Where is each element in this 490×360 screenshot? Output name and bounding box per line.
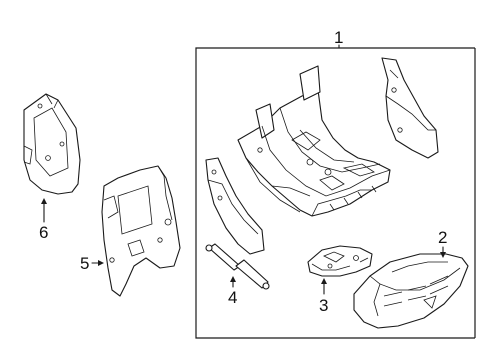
callout-5: 5 (80, 254, 104, 273)
left-bracket-icon (205, 157, 265, 255)
callout-2-label: 2 (438, 228, 447, 247)
callout-6: 6 (39, 198, 48, 242)
callout-1-label: 1 (334, 28, 343, 47)
callout-2: 2 (438, 228, 447, 258)
callout-6-label: 6 (39, 223, 48, 242)
right-bracket-icon (381, 57, 439, 159)
gas-strut-icon (205, 243, 270, 290)
callout-4-label: 4 (228, 288, 237, 307)
frame-assembly-icon (237, 65, 391, 217)
callout-3-label: 3 (319, 296, 328, 315)
mounting-bracket-icon (23, 93, 81, 195)
cover-pad-icon (353, 253, 469, 329)
callout-3: 3 (319, 278, 328, 315)
callout-5-label: 5 (80, 254, 89, 273)
callout-1: 1 (334, 28, 343, 49)
side-panel-icon (101, 165, 181, 297)
callout-4: 4 (228, 276, 237, 307)
latch-icon (307, 245, 373, 277)
assembly-box (195, 47, 476, 339)
